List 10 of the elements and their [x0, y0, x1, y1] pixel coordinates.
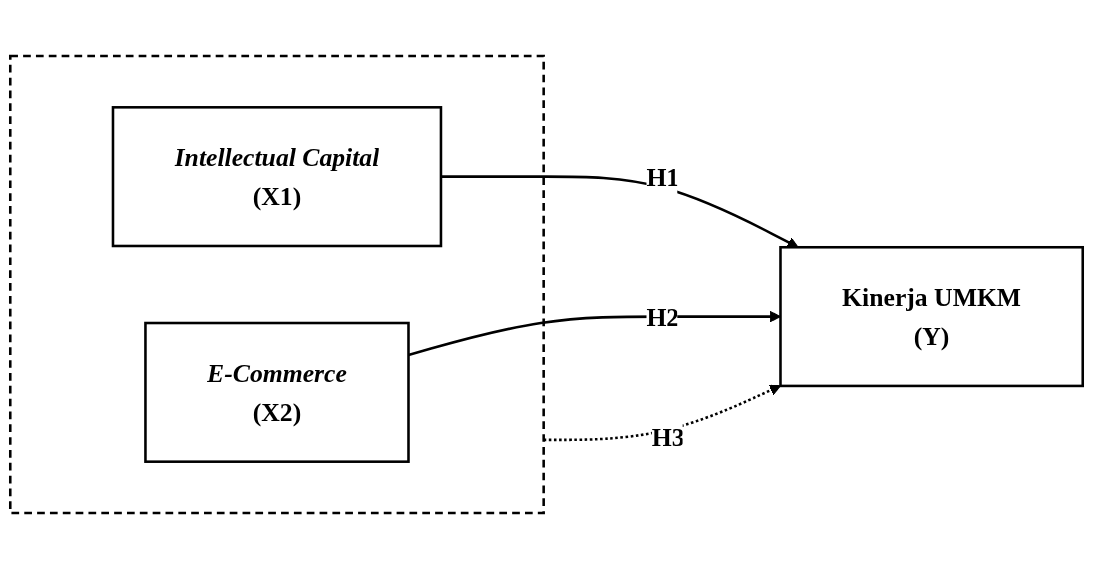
node-box: Intellectual Capital (X1) — [111, 106, 443, 248]
node-box: Kinerja UMKM (Y) — [779, 246, 1084, 388]
edge-label: H3 — [651, 423, 685, 452]
edge-label: H1 — [646, 162, 679, 191]
cluster — [9, 54, 545, 515]
node-box: E-Commerce (X2) — [144, 321, 410, 463]
arrow — [408, 310, 781, 357]
arrow — [543, 384, 781, 442]
arrow — [440, 175, 799, 248]
edge-label: H2 — [646, 302, 679, 331]
